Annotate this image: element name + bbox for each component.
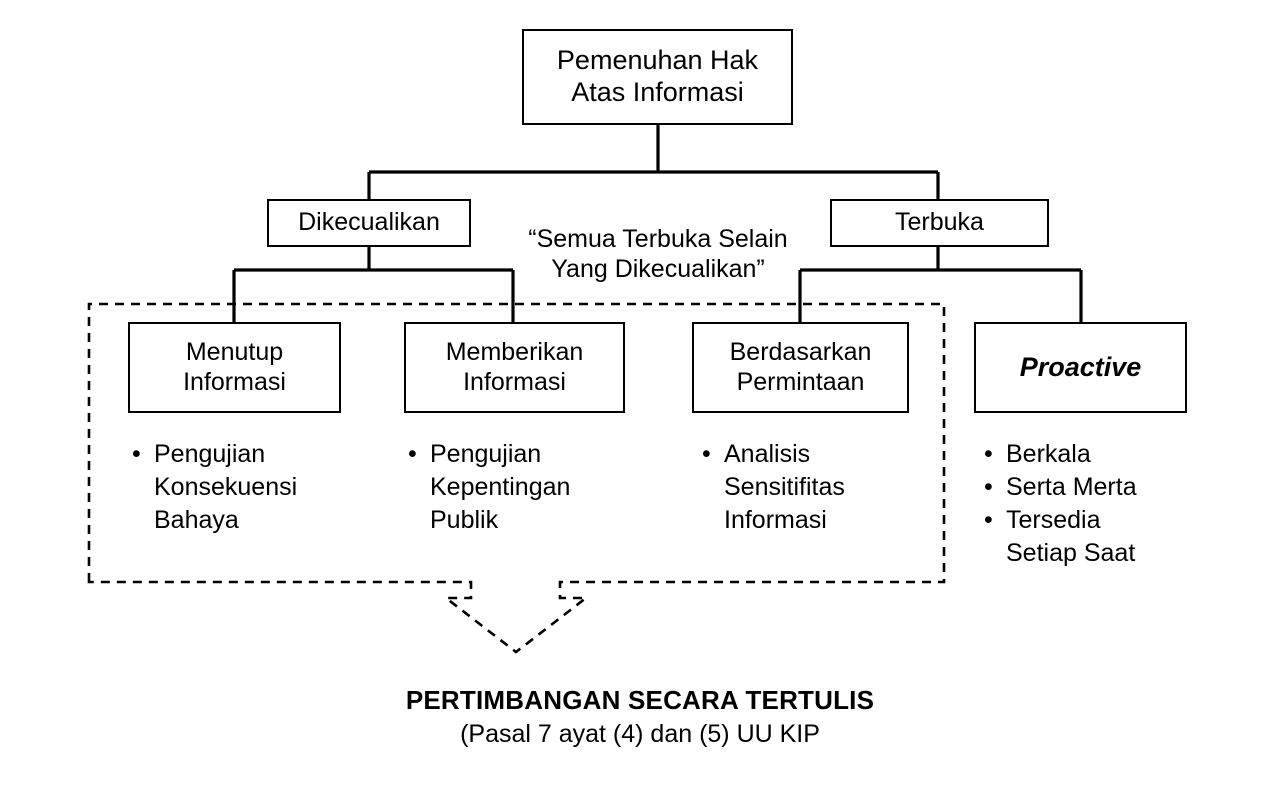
list-item-text: Setiap Saat <box>1006 539 1136 567</box>
node-berdasarkan-permintaan[interactable]: Berdasarkan Permintaan <box>692 322 909 413</box>
list-item-cont: Informasi <box>724 504 950 536</box>
list-item-cont: Setiap Saat <box>1006 537 1242 569</box>
caption-semua-terbuka: “Semua Terbuka Selain Yang Dikecualikan” <box>505 194 811 284</box>
list-item-text: Kepentingan <box>430 473 571 501</box>
bullet-list: Pengujian Kepentingan Publik <box>406 438 656 536</box>
node-label: Memberikan Informasi <box>445 338 584 396</box>
list-item: Pengujian <box>408 438 656 470</box>
list-item-cont: Bahaya <box>154 504 380 536</box>
list-item-cont: Konsekuensi <box>154 471 380 503</box>
bullet-group-berdasarkan-permintaan: Analisis Sensitifitas Informasi <box>700 438 950 537</box>
footer-title: PERTIMBANGAN SECARA TERTULIS <box>405 685 875 715</box>
node-label: Menutup Informasi <box>183 338 286 396</box>
list-item: Pengujian <box>132 438 380 470</box>
node-memberikan-informasi[interactable]: Memberikan Informasi <box>404 322 625 413</box>
footer-subtitle: (Pasal 7 ayat (4) dan (5) UU KIP <box>460 720 820 748</box>
caption-text: “Semua Terbuka Selain Yang Dikecualikan” <box>528 225 788 283</box>
list-item: Analisis <box>702 438 950 470</box>
list-item: Berkala <box>984 438 1242 470</box>
node-label: Proactive <box>1019 351 1142 382</box>
node-menutup-informasi[interactable]: Menutup Informasi <box>128 322 341 413</box>
list-item-text: Bahaya <box>154 506 239 534</box>
node-label: Berdasarkan Permintaan <box>729 338 872 396</box>
node-terbuka[interactable]: Terbuka <box>830 199 1049 247</box>
node-label: Terbuka <box>895 208 984 237</box>
list-item-text: Informasi <box>724 506 827 534</box>
node-label: Pemenuhan Hak Atas Informasi <box>556 45 759 107</box>
list-item: Serta Merta <box>984 471 1242 503</box>
bullet-list: Analisis Sensitifitas Informasi <box>700 438 950 536</box>
bullet-list: Berkala Serta Merta Tersedia Setiap Saat <box>982 438 1242 569</box>
bullet-group-proactive: Berkala Serta Merta Tersedia Setiap Saat <box>982 438 1242 570</box>
footer-block: PERTIMBANGAN SECARA TERTULIS (Pasal 7 ay… <box>0 685 1280 749</box>
bullet-group-menutup-informasi: Pengujian Konsekuensi Bahaya <box>130 438 380 537</box>
node-pemenuhan-hak-atas-informasi[interactable]: Pemenuhan Hak Atas Informasi <box>522 29 793 125</box>
list-item-text: Sensitifitas <box>724 473 845 501</box>
node-label: Dikecualikan <box>298 208 440 237</box>
list-item-text: Konsekuensi <box>154 473 298 501</box>
node-dikecualikan[interactable]: Dikecualikan <box>267 199 471 247</box>
list-item-text: Publik <box>430 506 499 534</box>
list-item-cont: Kepentingan <box>430 471 656 503</box>
bullet-list: Pengujian Konsekuensi Bahaya <box>130 438 380 536</box>
bullet-group-memberikan-informasi: Pengujian Kepentingan Publik <box>406 438 656 537</box>
list-item: Tersedia <box>984 504 1242 536</box>
list-item-cont: Publik <box>430 504 656 536</box>
node-proactive[interactable]: Proactive <box>974 322 1187 413</box>
list-item-cont: Sensitifitas <box>724 471 950 503</box>
